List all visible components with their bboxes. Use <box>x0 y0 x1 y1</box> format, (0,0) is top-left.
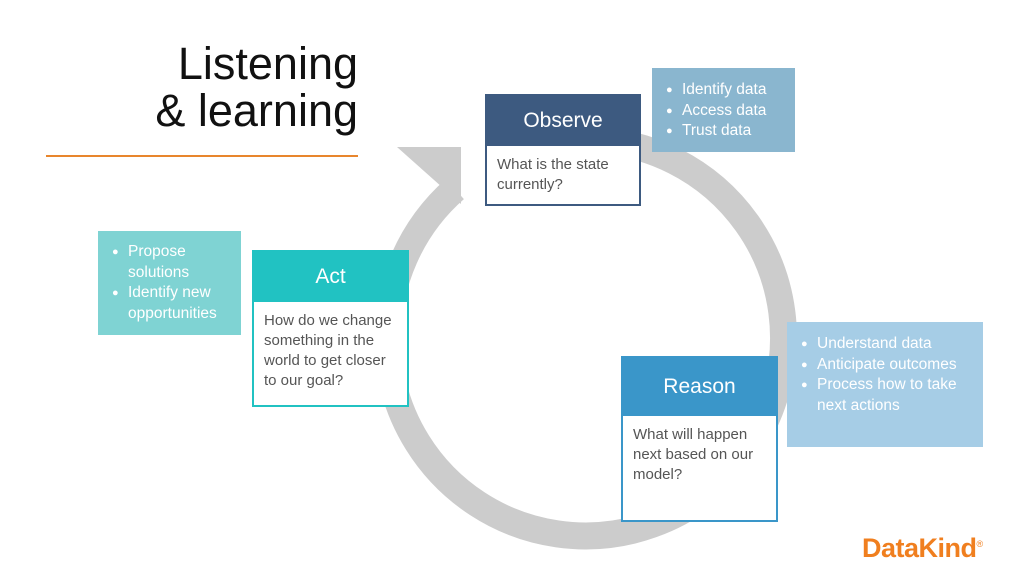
bullet-item: Process how to take next actions <box>801 375 969 416</box>
act-heading: Act <box>254 252 407 302</box>
bullet-item: Anticipate outcomes <box>801 355 969 376</box>
title-line-1: Listening <box>177 38 358 89</box>
bullet-item: Propose solutions <box>112 242 227 283</box>
datakind-logo: DataKind® <box>862 533 983 564</box>
reason-question: What will happen next based on our model… <box>633 426 754 483</box>
bullet-item: Trust data <box>666 121 781 142</box>
bullet-item: Access data <box>666 101 781 122</box>
reason-card: Reason What will happen next based on ou… <box>621 356 778 522</box>
observe-heading: Observe <box>487 96 639 146</box>
observe-question: What is the state currently? <box>497 156 609 193</box>
title-underline <box>46 155 358 157</box>
bullet-item: Identify new opportunities <box>112 283 227 324</box>
act-question: How do we change something in the world … <box>264 312 392 389</box>
bullet-item: Identify data <box>666 80 781 101</box>
act-bullets: Propose solutions Identify new opportuni… <box>98 231 241 335</box>
observe-card: Observe What is the state currently? <box>485 94 641 206</box>
reason-bullets: Understand data Anticipate outcomes Proc… <box>787 322 983 447</box>
observe-bullets: Identify data Access data Trust data <box>652 68 795 152</box>
title-line-2: & learning <box>155 85 358 136</box>
logo-text: DataKind <box>862 533 977 563</box>
registered-mark: ® <box>976 539 984 549</box>
page-title: Listening & learning <box>40 40 358 134</box>
act-card: Act How do we change something in the wo… <box>252 250 409 407</box>
bullet-item: Understand data <box>801 334 969 355</box>
reason-heading: Reason <box>623 358 776 416</box>
